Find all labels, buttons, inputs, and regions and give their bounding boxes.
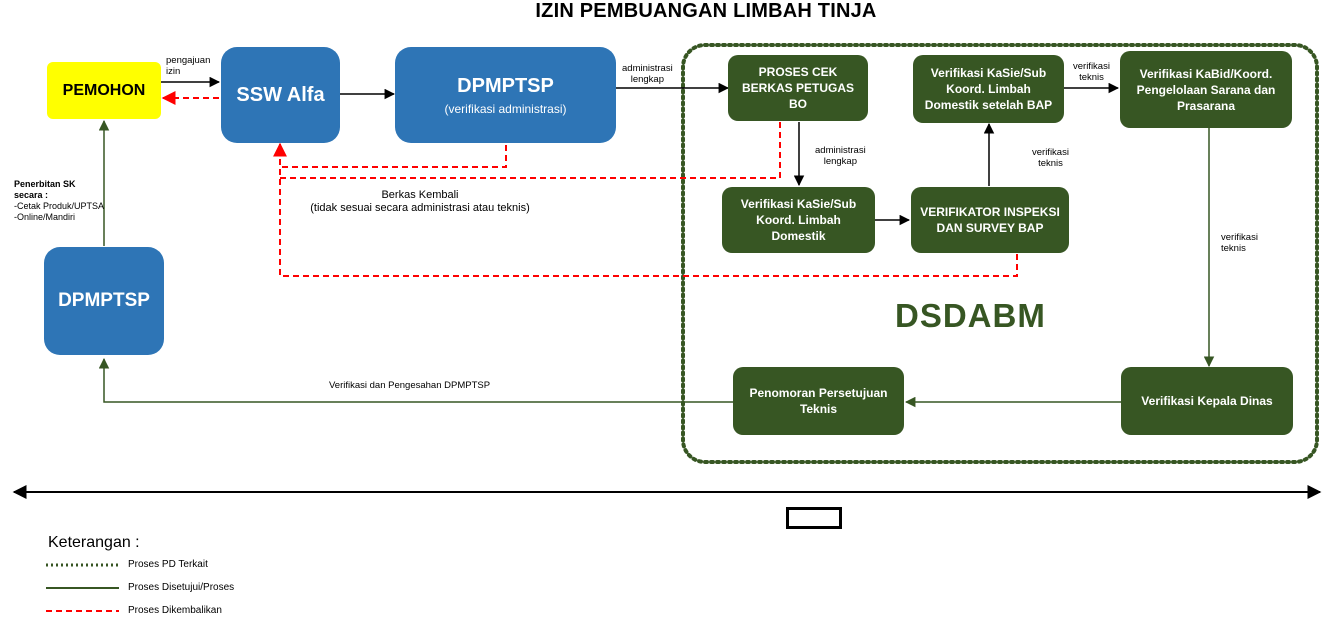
verifikator-label: VERIFIKATOR INSPEKSI DAN SURVEY BAP	[920, 205, 1060, 235]
legend-item-dikembalikan: Proses Dikembalikan	[128, 605, 222, 616]
return-verifikator	[273, 142, 1018, 277]
verif-kasie-1-label: Verifikasi KaSie/Sub Koord. Limbah Domes…	[740, 197, 857, 243]
arrow-penomoran-to-dpmptsp	[98, 357, 733, 403]
small-rectangle	[786, 507, 842, 529]
pemohon-box: PEMOHON	[47, 62, 161, 119]
diagram-title: IZIN PEMBUANGAN LIMBAH TINJA	[535, 0, 877, 22]
label-verif-teknis-2: verifikasi teknis	[1032, 147, 1069, 169]
dsdabm-label: DSDABM	[895, 297, 1046, 334]
label-admin-lengkap-1: administrasi lengkap	[622, 63, 673, 85]
verifikator-box: VERIFIKATOR INSPEKSI DAN SURVEY BAP	[911, 187, 1069, 253]
dpmptsp-admin-title: DPMPTSP	[457, 74, 554, 97]
label-berkas-kembali: Berkas Kembali (tidak sesuai secara admi…	[310, 189, 530, 214]
dsdabm-region	[681, 43, 1319, 464]
return-dpmptsp	[280, 145, 507, 168]
verif-kasie-2-label: Verifikasi KaSie/Sub Koord. Limbah Domes…	[924, 66, 1053, 112]
label-verif-teknis-1: verifikasi teknis	[1073, 61, 1110, 83]
verif-kadis-box: Verifikasi Kepala Dinas	[1121, 367, 1293, 435]
pemohon-label: PEMOHON	[62, 81, 146, 99]
dpmptsp-admin-box: DPMPTSP (verifikasi administrasi)	[395, 47, 616, 143]
legend-item-disetujui: Proses Disetujui/Proses	[128, 582, 235, 593]
proses-cek-box: PROSES CEK BERKAS PETUGAS BO	[728, 55, 868, 121]
verif-kabid-label: Verifikasi KaBid/Koord. Pengelolaan Sara…	[1136, 66, 1276, 113]
dpmptsp-final-box: DPMPTSP	[44, 247, 164, 355]
label-pengesahan: Verifikasi dan Pengesahan DPMPTSP	[329, 380, 491, 391]
legend-item-pd-terkait: Proses PD Terkait	[128, 559, 208, 570]
verif-kadis-label: Verifikasi Kepala Dinas	[1141, 394, 1273, 408]
verif-kasie-2-box: Verifikasi KaSie/Sub Koord. Limbah Domes…	[913, 55, 1064, 123]
verif-kabid-box: Verifikasi KaBid/Koord. Pengelolaan Sara…	[1120, 51, 1292, 128]
penomoran-label: Penomoran Persetujuan Teknis	[749, 386, 888, 416]
proses-cek-label: PROSES CEK BERKAS PETUGAS BO	[741, 65, 854, 111]
label-penerbitan: Penerbitan SK secara : -Cetak Produk/UPT…	[14, 179, 105, 222]
verif-kasie-1-box: Verifikasi KaSie/Sub Koord. Limbah Domes…	[722, 187, 875, 253]
label-admin-lengkap-2: administrasi lengkap	[815, 145, 866, 167]
ssw-alfa-label: SSW Alfa	[236, 83, 325, 106]
legend-title: Keterangan :	[48, 534, 140, 551]
penomoran-box: Penomoran Persetujuan Teknis	[733, 367, 904, 435]
dpmptsp-admin-sub: (verifikasi administrasi)	[444, 101, 567, 116]
dpmptsp-final-label: DPMPTSP	[58, 290, 150, 311]
return-proses	[280, 122, 781, 179]
label-pengajuan: pengajuan izin	[166, 55, 211, 77]
ssw-alfa-box: SSW Alfa	[221, 47, 340, 143]
label-verif-teknis-3: verifikasi teknis	[1221, 232, 1258, 254]
